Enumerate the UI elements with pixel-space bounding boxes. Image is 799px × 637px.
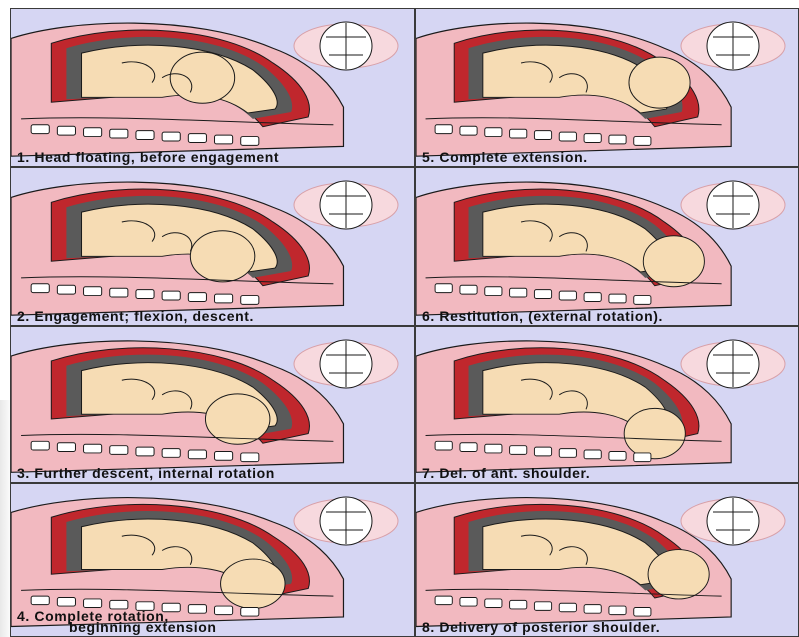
pelvis-inlet-icon [291, 15, 401, 77]
pelvis-inlet-icon [291, 174, 401, 236]
stage-panel: 3. Further descent, internal rotation [10, 326, 415, 483]
labor-stages-grid: 1. Head floating, before engagement 5. C… [10, 8, 799, 637]
pelvis-inlet-icon [291, 15, 401, 77]
pelvis-inlet-icon [291, 333, 401, 395]
stage-caption-text: Complete extension. [439, 149, 587, 165]
pelvis-inlet-icon [678, 15, 788, 77]
pelvis-inlet-icon [291, 490, 401, 552]
stage-caption: 8. Delivery of posterior shoulder. [422, 620, 660, 634]
stage-caption: 7. Del. of ant. shoulder. [422, 466, 590, 480]
stage-caption: 6. Restitution, (external rotation). [422, 309, 663, 323]
stage-panel: 1. Head floating, before engagement [10, 8, 415, 167]
pelvis-inlet-icon [291, 174, 401, 236]
stage-caption: 1. Head floating, before engagement [17, 150, 279, 164]
stage-number: 2. [17, 308, 30, 324]
pelvis-inlet-icon [678, 174, 788, 236]
stage-number: 7. [422, 465, 435, 481]
stage-caption-text: Delivery of posterior shoulder. [439, 619, 660, 635]
pelvis-inlet-icon [678, 490, 788, 552]
pelvis-inlet-icon [678, 490, 788, 552]
stage-caption-text: Engagement; flexion, descent. [34, 308, 254, 324]
stage-number: 8. [422, 619, 435, 635]
stage-number: 3. [17, 465, 30, 481]
stage-caption: 5. Complete extension. [422, 150, 588, 164]
stage-panel: 8. Delivery of posterior shoulder. [415, 483, 799, 637]
pelvis-inlet-icon [678, 15, 788, 77]
stage-caption-text: Head floating, before engagement [34, 149, 279, 165]
pelvis-inlet-icon [291, 490, 401, 552]
stage-caption: 4. Complete rotation,beginning extension [17, 609, 217, 634]
stage-panel: 7. Del. of ant. shoulder. [415, 326, 799, 483]
stage-panel: 2. Engagement; flexion, descent. [10, 167, 415, 326]
stage-caption-text: Further descent, internal rotation [34, 465, 275, 481]
stage-panel: 5. Complete extension. [415, 8, 799, 167]
stage-caption-text: Del. of ant. shoulder. [439, 465, 590, 481]
pelvis-inlet-icon [678, 333, 788, 395]
stage-number: 4. [17, 608, 30, 624]
stage-panel: 4. Complete rotation,beginning extension [10, 483, 415, 637]
pelvis-inlet-icon [678, 174, 788, 236]
pelvis-inlet-icon [678, 333, 788, 395]
pelvis-inlet-icon [291, 333, 401, 395]
stage-number: 1. [17, 149, 30, 165]
stage-panel: 6. Restitution, (external rotation). [415, 167, 799, 326]
stage-caption: 2. Engagement; flexion, descent. [17, 309, 254, 323]
stage-number: 6. [422, 308, 435, 324]
stage-caption: 3. Further descent, internal rotation [17, 466, 275, 480]
stage-number: 5. [422, 149, 435, 165]
stage-caption-text: Restitution, (external rotation). [439, 308, 663, 324]
